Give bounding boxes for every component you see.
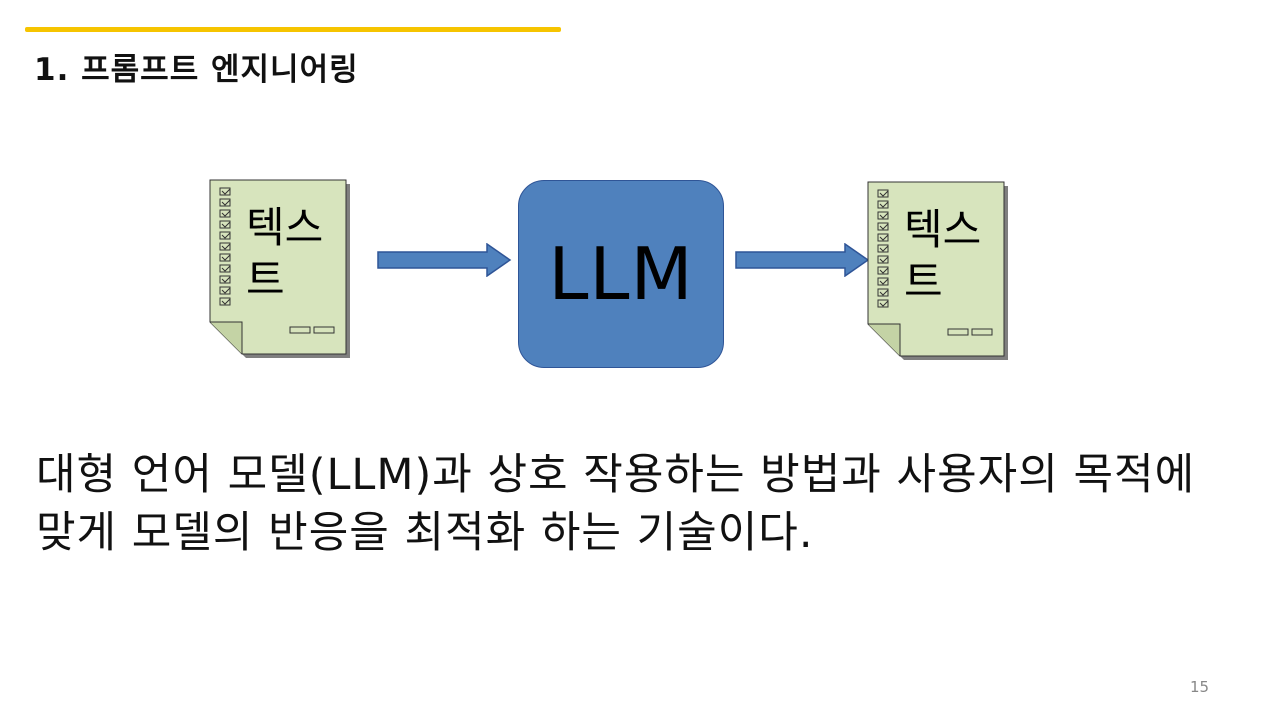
llm-label: LLM (548, 232, 694, 316)
arrow-right-icon (377, 243, 512, 277)
output-document-label: 텍스트 (904, 205, 982, 306)
page-number: 15 (1190, 678, 1210, 696)
arrow-right-icon (735, 243, 870, 277)
slide-description: 대형 언어 모델(LLM)과 상호 작용하는 방법과 사용자의 목적에 맞게 모… (36, 450, 1196, 558)
output-document-icon: 텍스트 (866, 180, 1008, 360)
input-document-icon: 텍스트 (208, 178, 350, 358)
input-document-shape (209, 179, 350, 358)
input-document-label: 텍스트 (246, 203, 324, 304)
title-accent-bar (25, 27, 561, 32)
output-document-shape (867, 181, 1008, 360)
llm-box: LLM (518, 180, 724, 368)
slide-title: 1. 프롬프트 엔지니어링 (34, 52, 359, 88)
